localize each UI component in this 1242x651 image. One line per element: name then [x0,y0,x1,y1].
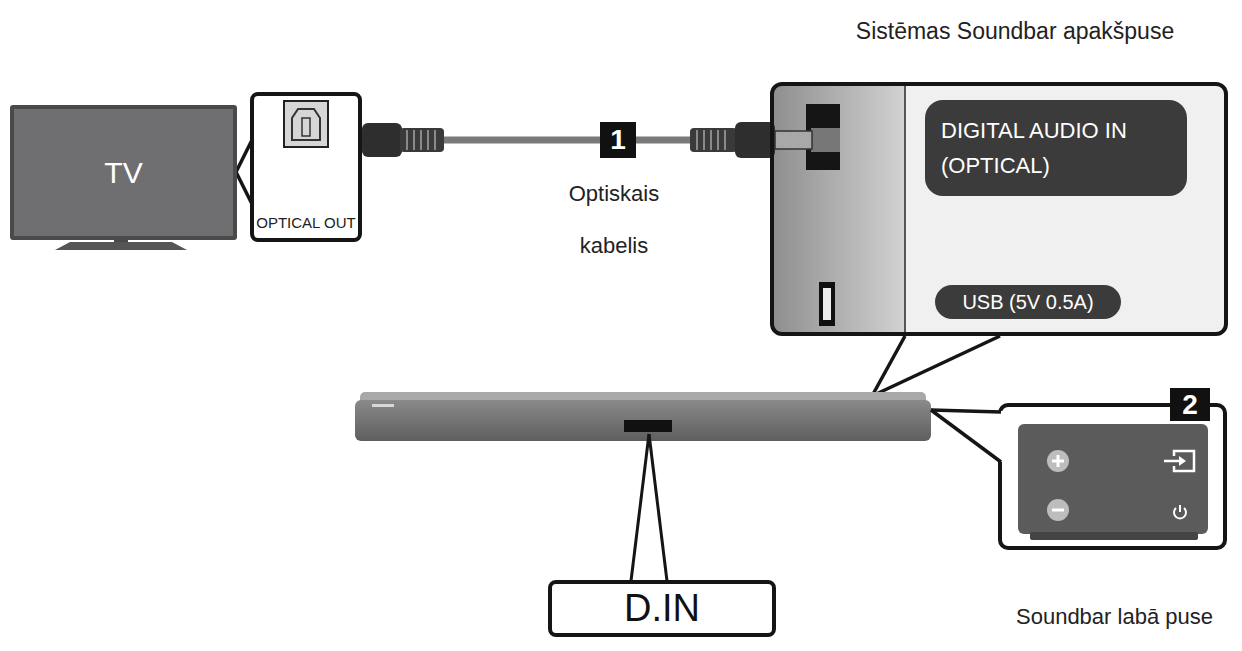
optical-port [284,101,328,147]
button-panel-callout [931,405,1225,548]
callout-number: 2 [1170,388,1210,421]
callout-number: 1 [600,122,636,158]
underside-callout: Sistēmas Soundbar apakšpuseDIGITAL AUDIO… [770,82,1228,336]
port-label: DIGITAL AUDIO IN (OPTICAL) [925,100,1187,196]
port-callout: OPTICAL OUT [250,92,362,242]
port-name: USB (5V 0.5A) [949,291,1107,314]
cable-name: Optiskais kabelis [552,168,676,272]
callout-tail [630,434,668,583]
soundbar [355,392,931,441]
soundbar-underside [772,84,1226,334]
optical-plug [690,122,812,158]
optical-plug [362,123,444,157]
tv-screen: TV [10,105,237,240]
tv-stand [55,240,187,250]
view-title: Soundbar labā puse [1016,602,1226,632]
port-name: DIGITAL AUDIO IN (OPTICAL) [941,113,1171,183]
device-name: TV [14,156,233,190]
port-label: USB (5V 0.5A) [935,285,1121,319]
port-name: OPTICAL OUT [256,214,356,231]
display-callout: D.IN [548,580,776,637]
view-title: Sistēmas Soundbar apakšpuse [856,16,1174,46]
display-text: D.IN [552,587,772,630]
callout-tail [872,333,1000,396]
